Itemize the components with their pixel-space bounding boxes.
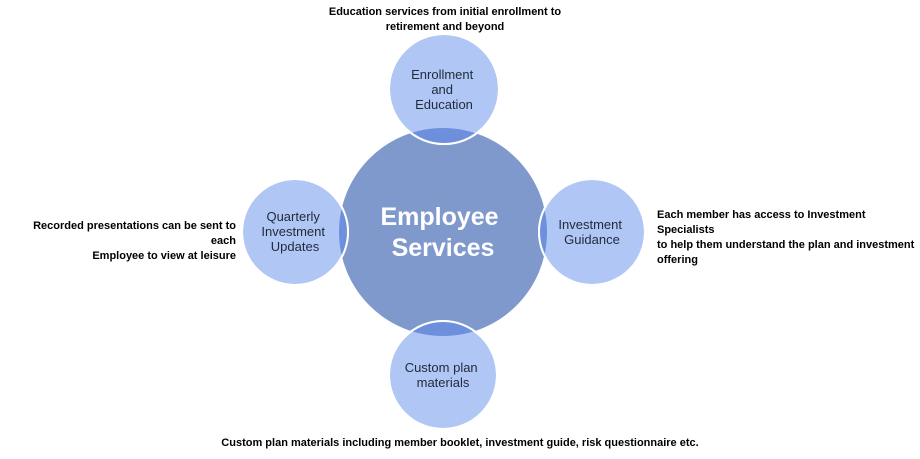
- note-enrollment: Education services from initial enrollme…: [280, 5, 610, 35]
- center-circle: [339, 128, 547, 336]
- node-label-line: materials: [417, 375, 470, 390]
- note-line: Recorded presentations can be sent to ea…: [33, 220, 236, 247]
- node-label-line: Quarterly: [266, 209, 320, 224]
- node-label-line: Investment: [261, 224, 325, 239]
- node-label-investment-guidance: Investment Guidance: [558, 217, 625, 247]
- note-investment-guidance: Each member has access to Investment Spe…: [657, 208, 917, 268]
- note-line: retirement and beyond: [385, 21, 505, 33]
- node-label-quarterly-updates: Quarterly Investment Updates: [261, 209, 328, 254]
- note-line: Education services from initial enrollme…: [328, 6, 562, 18]
- note-line: Custom plan materials including member b…: [221, 437, 699, 449]
- node-label-line: Investment: [558, 217, 622, 232]
- node-label-custom-plan: Custom plan materials: [405, 360, 482, 390]
- note-quarterly-updates: Recorded presentations can be sent to ea…: [10, 219, 236, 264]
- note-custom-plan: Custom plan materials including member b…: [150, 436, 770, 451]
- note-line: offering: [657, 254, 698, 266]
- node-label-line: Education: [415, 97, 473, 112]
- node-label-line: Updates: [271, 239, 320, 254]
- note-line: to help them understand the plan and inv…: [657, 239, 915, 251]
- center-title-line: Employee: [380, 203, 498, 231]
- node-label-line: Custom plan: [405, 360, 478, 375]
- center-title-line: Services: [392, 234, 495, 262]
- center-title: Employee Services: [380, 203, 505, 262]
- note-line: Each member has access to Investment Spe…: [657, 209, 866, 236]
- node-label-line: and: [431, 82, 453, 97]
- note-line: Employee to view at leisure: [92, 250, 236, 262]
- node-label-line: Enrollment: [411, 67, 474, 82]
- node-label-enrollment: Enrollment and Education: [411, 67, 477, 112]
- node-label-line: Guidance: [564, 232, 620, 247]
